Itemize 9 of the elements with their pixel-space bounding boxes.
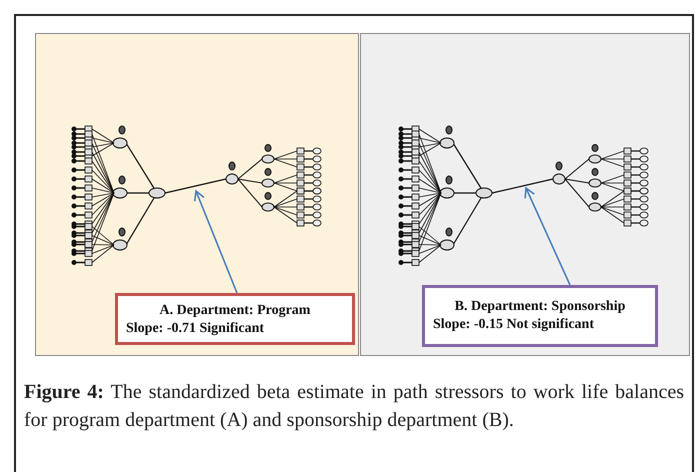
callout-box: [115, 293, 355, 345]
leader-line: [524, 187, 571, 286]
leader-line: [194, 190, 238, 294]
callout-text: Slope: -0.71 Significant: [126, 320, 266, 338]
callout-text: A. Department: Program: [158, 302, 312, 320]
callout-box: [422, 285, 658, 347]
callout-text: B. Department: Sponsorship: [454, 298, 626, 316]
figure-caption: Figure 4: The standardized beta estimate in path stressors to work life balances for program department (A) and sponsorship department (B).: [24, 380, 684, 433]
callout-text: Slope: -0.15 Not significant: [433, 316, 595, 334]
